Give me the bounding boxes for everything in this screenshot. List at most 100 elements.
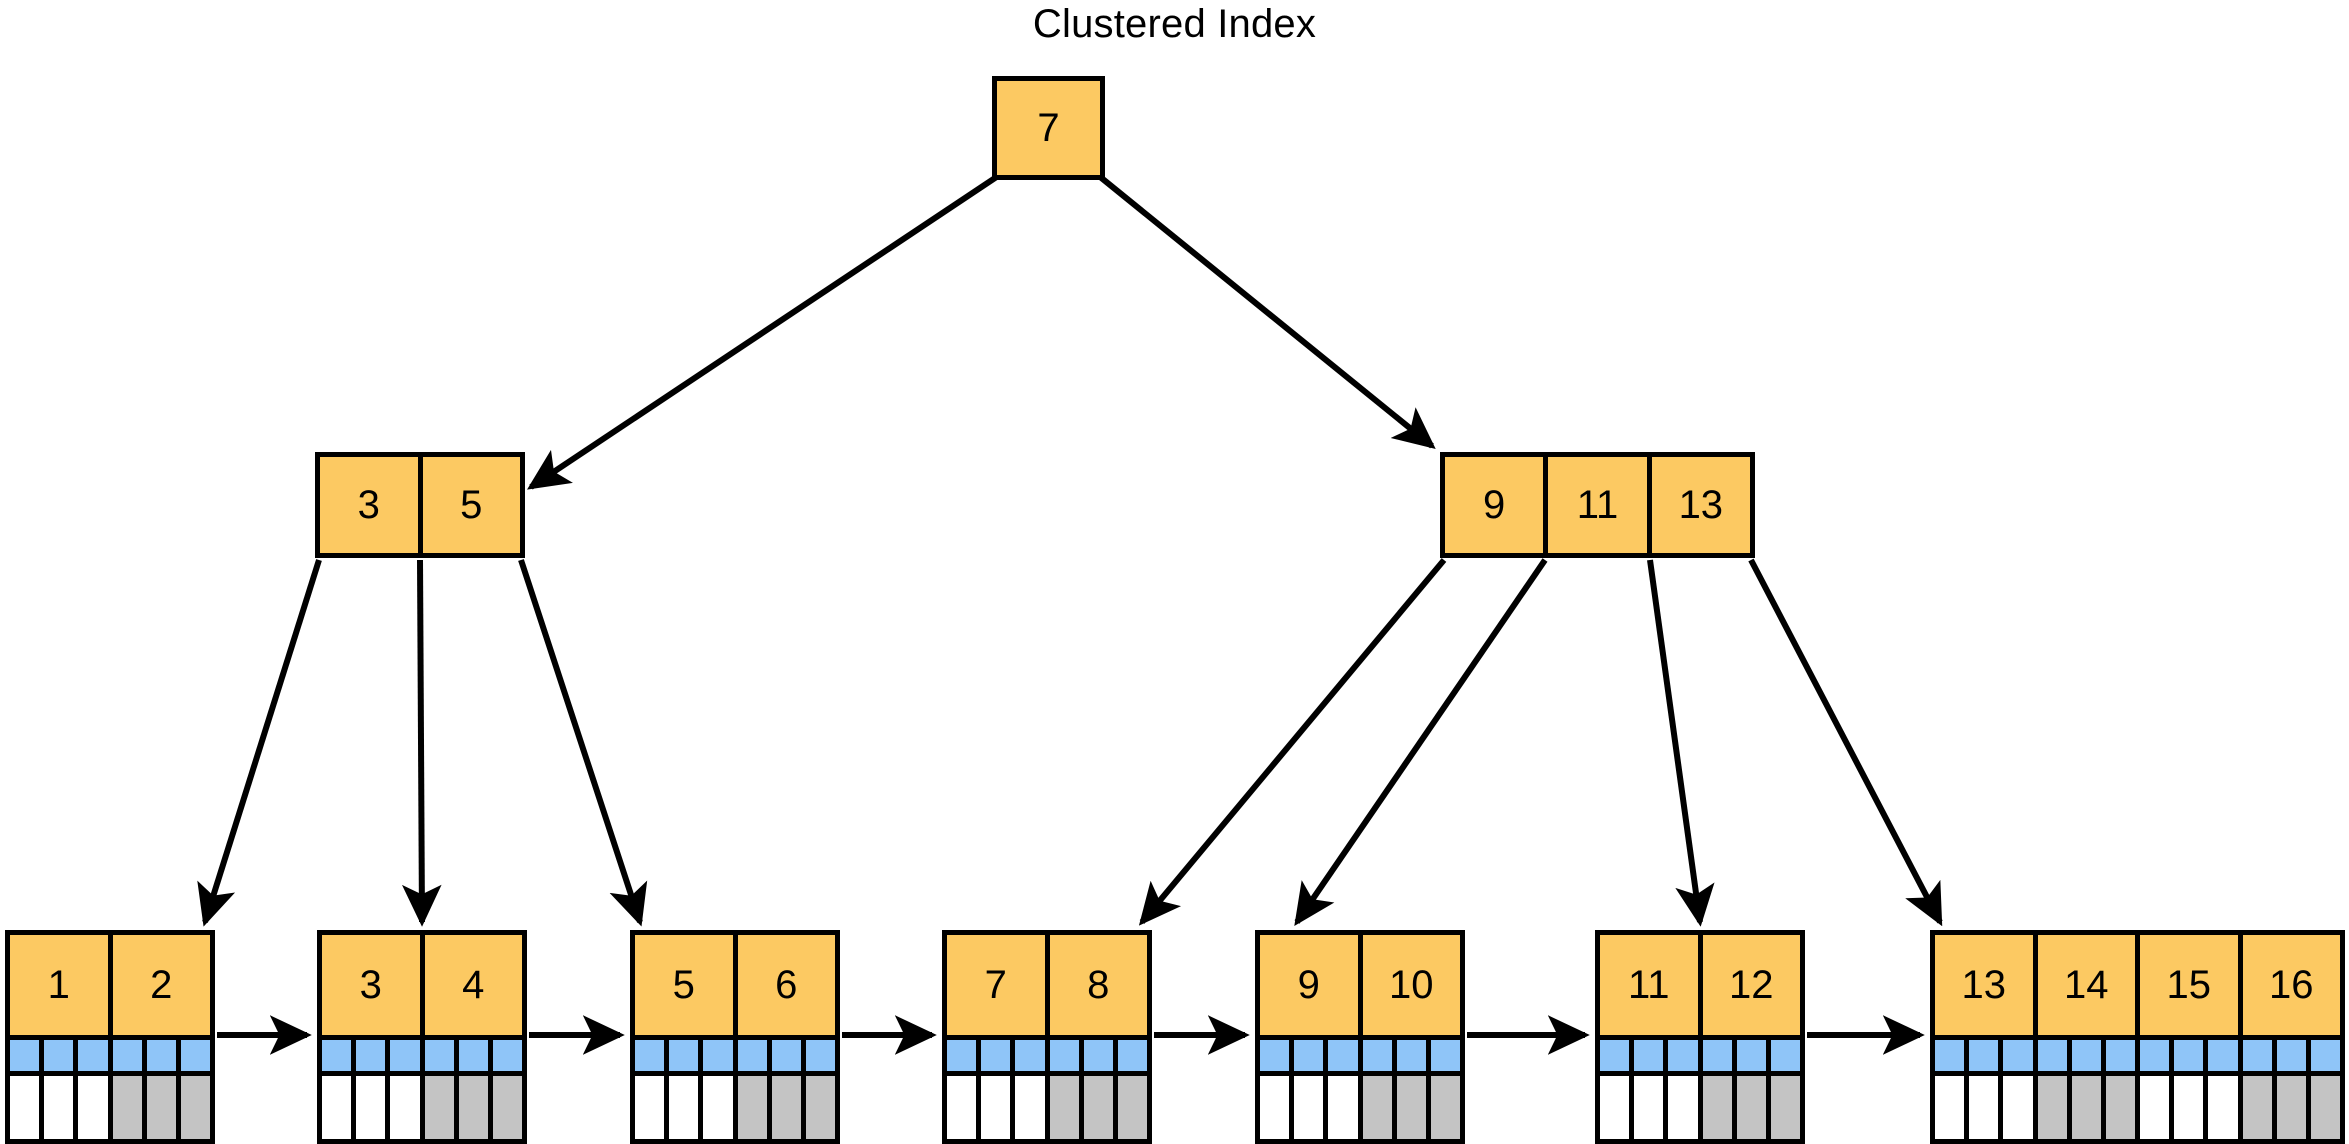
leaf-node-7-data-cell-6 (2135, 1076, 2170, 1139)
leaf-node-2-key-0: 3 (322, 935, 420, 1035)
leaf-node-6-data-cell-5 (1765, 1076, 1801, 1139)
leaf-node-2-blue-cell-2 (385, 1040, 420, 1071)
leaf-node-7-data-cell-10 (2271, 1076, 2306, 1139)
leaf-node-2-data-cell-2 (385, 1076, 420, 1139)
leaf-node-3-blue-cell-5 (800, 1040, 836, 1071)
leaf-node-7-blue-cell-5 (2100, 1040, 2136, 1071)
leaf-node-5-data-cell-5 (1425, 1076, 1461, 1139)
leaf-node-3-key-1: 6 (732, 935, 835, 1035)
leaf-node-4-key-0: 7 (947, 935, 1045, 1035)
internal-node-right-key-1: 11 (1543, 457, 1647, 553)
leaf-node-6-data-cell-3 (1697, 1076, 1732, 1139)
leaf-node-5-data-cell-0 (1260, 1076, 1290, 1139)
leaf-node-6-blue-cell-0 (1600, 1040, 1630, 1071)
leaf-node-3-blue-row (635, 1040, 836, 1076)
leaf-node-6-key-0: 11 (1600, 935, 1698, 1035)
leaf-node-4-data-cell-0 (947, 1076, 977, 1139)
leaf-node-3-blue-cell-0 (635, 1040, 665, 1071)
leaf-node-1-blue-cell-5 (175, 1040, 211, 1071)
internal-left-to-leaf-node-1 (197, 559, 322, 927)
leaf-node-5-data-cell-4 (1391, 1076, 1426, 1139)
page-title: Clustered Index (1032, 2, 1317, 46)
leaf-node-6-blue-cell-4 (1731, 1040, 1766, 1071)
leaf-node-3-data-cell-5 (800, 1076, 836, 1139)
leaf-node-1-blue-cell-1 (39, 1040, 74, 1071)
leaf-node-4-data-row (947, 1076, 1148, 1139)
leaf-node-4-blue-row (947, 1040, 1148, 1076)
leaf-node-7-data-cell-0 (1935, 1076, 1965, 1139)
internal-right-to-leaf-node-7 (1748, 558, 1943, 927)
leaf-node-7-data-cell-2 (1998, 1076, 2033, 1139)
leaf-node-2-data-cell-1 (351, 1076, 386, 1139)
leaf-node-7-blue-cell-2 (1998, 1040, 2033, 1071)
leaf-node-4-data-cell-4 (1078, 1076, 1113, 1139)
leaf-node-6-data-cell-0 (1600, 1076, 1630, 1139)
leaf-node-5-data-cell-1 (1289, 1076, 1324, 1139)
leaf-node-5-blue-cell-0 (1260, 1040, 1290, 1071)
leaf-node-7-data-cell-9 (2237, 1076, 2272, 1139)
leaf-node-7-blue-cell-11 (2305, 1040, 2341, 1071)
leaf-node-7-blue-cell-10 (2271, 1040, 2306, 1071)
leaf-node-6-blue-cell-3 (1697, 1040, 1732, 1071)
leaf-node-1-blue-cell-0 (10, 1040, 40, 1071)
leaf-node-1-blue-cell-2 (73, 1040, 108, 1071)
leaf-node-6-data-cell-1 (1629, 1076, 1664, 1139)
root-node-key-0: 7 (997, 81, 1100, 175)
leaf-node-6-blue-cell-2 (1663, 1040, 1698, 1071)
leaf-node-2-data-cell-4 (453, 1076, 488, 1139)
leaf-node-2-key-1: 4 (419, 935, 522, 1035)
leaf-node-4-blue-cell-5 (1112, 1040, 1148, 1071)
leaf-node-2-blue-cell-4 (453, 1040, 488, 1071)
leaf-node-2-data-cell-5 (487, 1076, 523, 1139)
leaf-node-1-data-cell-0 (10, 1076, 40, 1139)
leaf-node-3-data-row (635, 1076, 836, 1139)
leaf-node-7-data-cell-11 (2305, 1076, 2341, 1139)
leaf-node-5-blue-cell-4 (1391, 1040, 1426, 1071)
leaf-node-7-data-cell-5 (2100, 1076, 2136, 1139)
internal-node-left-key-0: 3 (320, 457, 418, 553)
root-node[interactable]: 7 (992, 76, 1105, 180)
internal-node-left-key-1: 5 (417, 457, 520, 553)
internal-left-to-leaf-node-3 (518, 559, 648, 927)
leaf-node-5-blue-cell-3 (1357, 1040, 1392, 1071)
leaf-node-5-blue-row (1260, 1040, 1461, 1076)
leaf-node-1-blue-cell-4 (141, 1040, 176, 1071)
leaf-node-4-blue-cell-1 (976, 1040, 1011, 1071)
leaf-node-5-blue-cell-1 (1289, 1040, 1324, 1071)
leaf-node-4-blue-cell-4 (1078, 1040, 1113, 1071)
leaf-node-1-data-cell-3 (107, 1076, 142, 1139)
leaf-node-2-blue-row (322, 1040, 523, 1076)
leaf-node-5-data-cell-3 (1357, 1076, 1392, 1139)
leaf-node-2-blue-cell-3 (419, 1040, 454, 1071)
leaf-node-7-data-row (1935, 1076, 2341, 1139)
leaf-node-2-data-row (322, 1076, 523, 1139)
internal-right-to-leaf-node-5 (1294, 558, 1548, 926)
leaf-node-6-data-row (1600, 1076, 1801, 1139)
root-to-internal-left (527, 173, 1000, 490)
leaf-node-4-data-cell-5 (1112, 1076, 1148, 1139)
leaf-node-7-data-cell-3 (2032, 1076, 2067, 1139)
leaf-node-4-data-cell-1 (976, 1076, 1011, 1139)
leaf-node-7-blue-cell-4 (2066, 1040, 2101, 1071)
leaf-node-7-data-cell-1 (1964, 1076, 1999, 1139)
leaf-node-1-key-0: 1 (10, 935, 108, 1035)
leaf-node-7-blue-cell-7 (2169, 1040, 2204, 1071)
leaf-node-7-key-3: 16 (2237, 935, 2340, 1035)
leaf-node-3-blue-cell-1 (664, 1040, 699, 1071)
leaf-node-5-data-row (1260, 1076, 1461, 1139)
leaf-node-7-blue-cell-1 (1964, 1040, 1999, 1071)
leaf-node-3-data-cell-1 (664, 1076, 699, 1139)
leaf-node-3-blue-cell-4 (766, 1040, 801, 1071)
leaf-node-7-blue-cell-6 (2135, 1040, 2170, 1071)
